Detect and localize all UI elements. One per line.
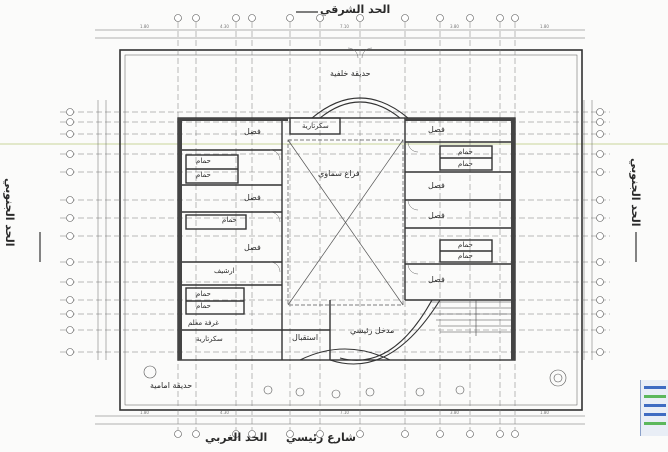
svg-text:1.80: 1.80 [540,24,549,29]
bath-label: حمام [458,252,473,260]
svg-text:1.80: 1.80 [140,410,149,415]
class-label: فصل [428,275,445,284]
bath-label: حمام [222,216,237,224]
svg-text:7.10: 7.10 [340,24,349,29]
landscape-trees [143,365,567,399]
class-label: فصل [244,127,261,136]
south-boundary-left-label: الحد الجنوبي [3,178,16,247]
front-garden-label: حديقة امامية [150,381,193,390]
svg-text:4.30: 4.30 [220,24,229,29]
bath-label: حمام [458,160,473,168]
svg-text:3.80: 3.80 [450,410,459,415]
svg-text:1.80: 1.80 [540,410,549,415]
grid-axes-horizontal [60,111,610,353]
bath-label: حمام [458,148,473,156]
class-label: فصل [428,125,445,134]
courtyard-cross [287,139,404,306]
south-boundary-right-label: الحد الجنوبي [629,158,642,227]
bath-label: حمام [196,171,211,179]
bath-label: حمام [196,302,211,310]
bath-label: حمام [196,157,211,165]
entrance-arcs [299,97,441,365]
class-label: فصل [244,243,261,252]
bath-label: حمام [196,290,211,298]
plot-boundary [119,49,583,411]
reception-label: استقبال [292,333,319,342]
class-label: فصل [428,181,445,190]
back-garden-label: حديقة خلفية [330,69,371,78]
main-entrance-label: مدخل رئيسي [350,326,395,335]
secretary-top-label: سكرتارية [302,122,329,130]
bath-label: حمام [458,241,473,249]
courtyard-label: فراغ سماوي [318,169,360,178]
stairs [430,300,512,336]
west-boundary-label: الحد الغربي [205,431,268,444]
grid-axes-vertical [177,22,516,430]
approval-stamp [640,380,668,436]
main-street-label: شارع رئيسي [286,431,356,444]
class-label: فصل [428,211,445,220]
svg-text:3.80: 3.80 [450,24,459,29]
class-label: فصل [244,193,261,202]
teachers-room-label: غرفة معلم [188,319,219,327]
archive-label: ارشيف [214,267,235,275]
east-boundary-label: الحد الشرقي [320,3,391,16]
svg-text:4.30: 4.30 [220,410,229,415]
svg-text:7.10: 7.10 [340,410,349,415]
svg-text:1.80: 1.80 [140,24,149,29]
secretary-bottom-label: سكرتارية [196,335,223,343]
